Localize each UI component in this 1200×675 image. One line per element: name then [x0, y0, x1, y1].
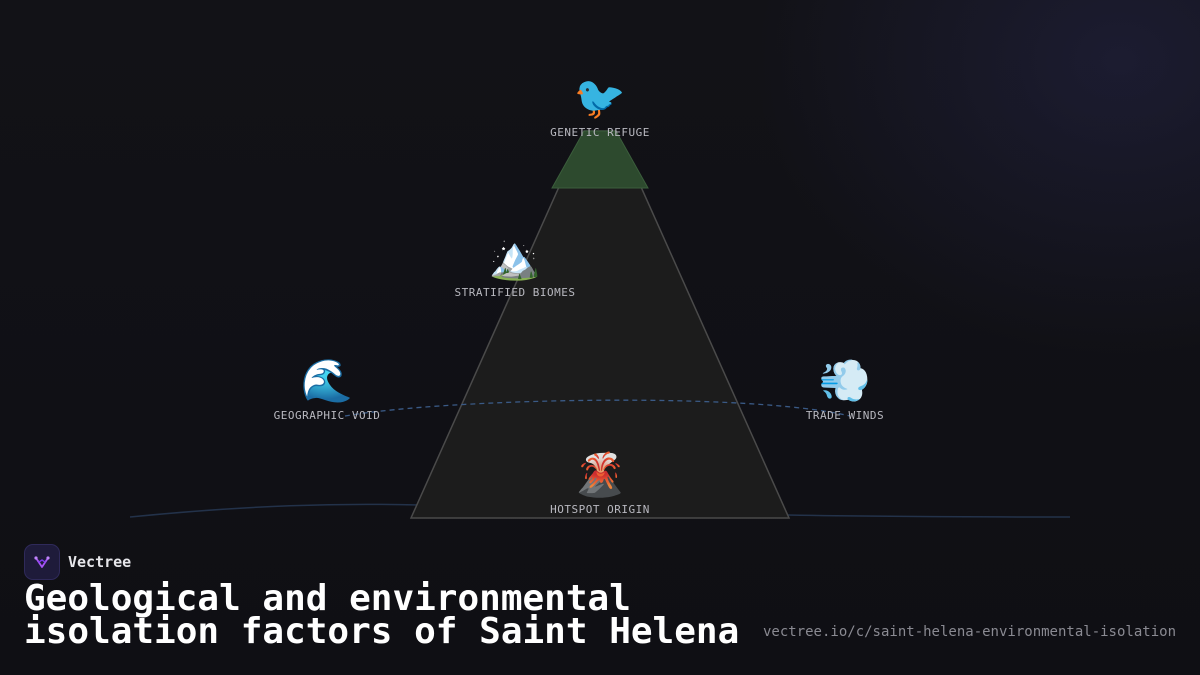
- brand-name: Vectree: [68, 553, 132, 571]
- node-trade-winds: 💨 TRADE WINDS: [745, 356, 945, 423]
- vectree-logo-icon: [24, 544, 60, 580]
- brand: Vectree: [24, 544, 131, 580]
- source-url[interactable]: vectree.io/c/saint-helena-environmental-…: [762, 624, 1176, 640]
- dashing-away-icon: 💨: [818, 356, 872, 405]
- node-geographic-void: 🌊 GEOGRAPHIC VOID: [227, 356, 427, 423]
- node-hotspot-origin: 🌋 HOTSPOT ORIGIN: [500, 450, 700, 517]
- wind-arc: [344, 399, 851, 417]
- page-title: Geological and environmental isolation f…: [24, 578, 740, 652]
- node-stratified-biomes: 🏔️ STRATIFIED BIOMES: [415, 233, 615, 300]
- node-label: GENETIC REFUGE: [550, 126, 650, 139]
- snow-capped-mountain-icon: 🏔️: [488, 233, 542, 282]
- node-genetic-refuge: 🐦 GENETIC REFUGE: [500, 73, 700, 140]
- water-wave-icon: 🌊: [300, 356, 354, 405]
- node-label: STRATIFIED BIOMES: [454, 286, 576, 299]
- node-label: HOTSPOT ORIGIN: [550, 503, 650, 516]
- summit-zone: [551, 130, 649, 189]
- bird-icon: 🐦: [573, 73, 627, 122]
- node-label: GEOGRAPHIC VOID: [273, 409, 381, 422]
- volcano-icon: 🌋: [573, 450, 627, 499]
- node-label: TRADE WINDS: [805, 409, 885, 422]
